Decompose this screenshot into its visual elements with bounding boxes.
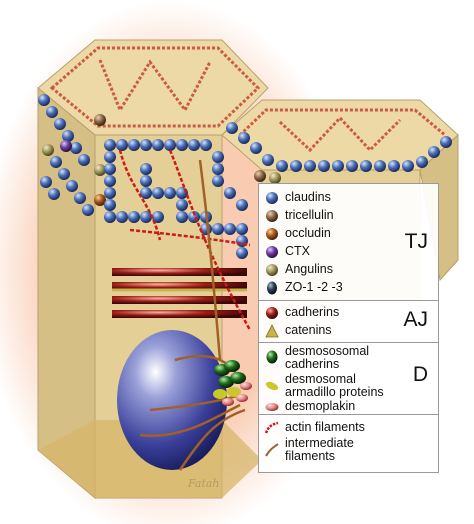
tight-junction-beads-front (104, 139, 248, 259)
group-label-aj: AJ (403, 308, 428, 331)
group-label-tj: TJ (404, 230, 428, 253)
actin-filament-strand (118, 149, 252, 331)
legend-label: occludin (285, 226, 331, 240)
legend-panel: claudins tricellulin occludin CTX Anguli… (258, 183, 439, 473)
legend-item-tricellulin: tricellulin (259, 207, 399, 225)
legend-item-claudins: claudins (259, 189, 399, 207)
legend-label: ZO-1 -2 -3 (285, 280, 343, 294)
legend-item-ctx: CTX (259, 243, 399, 261)
tight-junction-beads-left (38, 94, 106, 216)
legend-label: desmoplakin (285, 399, 356, 413)
occludin-bead-icon (266, 228, 278, 240)
group-label-d: D (412, 363, 428, 386)
legend-item-desmoplakin: desmoplakin (259, 398, 399, 416)
artist-signature: Fatah (188, 477, 220, 490)
legend-label-line-2: armadillo proteins (285, 385, 384, 399)
zo-bead-icon (267, 281, 277, 295)
legend-item-occludin: occludin (259, 225, 399, 243)
legend-label-line-2: filaments (285, 449, 336, 463)
apical-junction-strand (49, 46, 261, 128)
desmosomal-cadherin-icon (266, 350, 278, 364)
cadherin-bead-icon (266, 307, 278, 319)
legend-label-line-1: intermediate (285, 436, 354, 450)
legend-section-aj: cadherins catenins AJ (259, 301, 438, 343)
desmosome-cluster (213, 360, 252, 406)
legend-label: tricellulin (285, 208, 334, 222)
legend-label: claudins (285, 190, 331, 204)
legend-item-cadherins: cadherins (259, 304, 399, 322)
legend-label-line-1: desmososomal (285, 344, 370, 358)
legend-item-catenins: catenins (259, 322, 399, 340)
tricellulin-bead-icon (266, 210, 278, 222)
catenin-cone-icon (265, 324, 279, 338)
tight-junction-beads-right (226, 122, 452, 184)
legend-label: actin filaments (285, 420, 365, 434)
legend-section-tj: claudins tricellulin occludin CTX Anguli… (259, 184, 438, 301)
adherens-junction-belt (112, 268, 247, 318)
claudin-bead-icon (266, 192, 278, 204)
legend-item-actin: actin filaments (259, 419, 399, 437)
desmoplakin-icon (265, 403, 279, 411)
legend-label: cadherins (285, 305, 340, 319)
angulin-bead-icon (266, 264, 278, 276)
intermediate-filaments (139, 159, 246, 471)
nucleus (117, 330, 227, 470)
legend-label: catenins (285, 323, 332, 337)
actin-filament-icon (265, 421, 279, 434)
right-apical-strand (238, 108, 446, 153)
legend-label-line-1: desmosomal (285, 372, 356, 386)
ctx-bead-icon (266, 246, 278, 258)
legend-item-zo: ZO-1 -2 -3 (259, 279, 399, 297)
intermediate-filament-icon (265, 443, 279, 457)
armadillo-protein-icon (265, 381, 279, 391)
legend-item-angulins: Angulins (259, 261, 399, 279)
legend-label-line-2: cadherins (285, 357, 340, 371)
legend-label: Angulins (285, 262, 333, 276)
legend-label: CTX (285, 244, 310, 258)
